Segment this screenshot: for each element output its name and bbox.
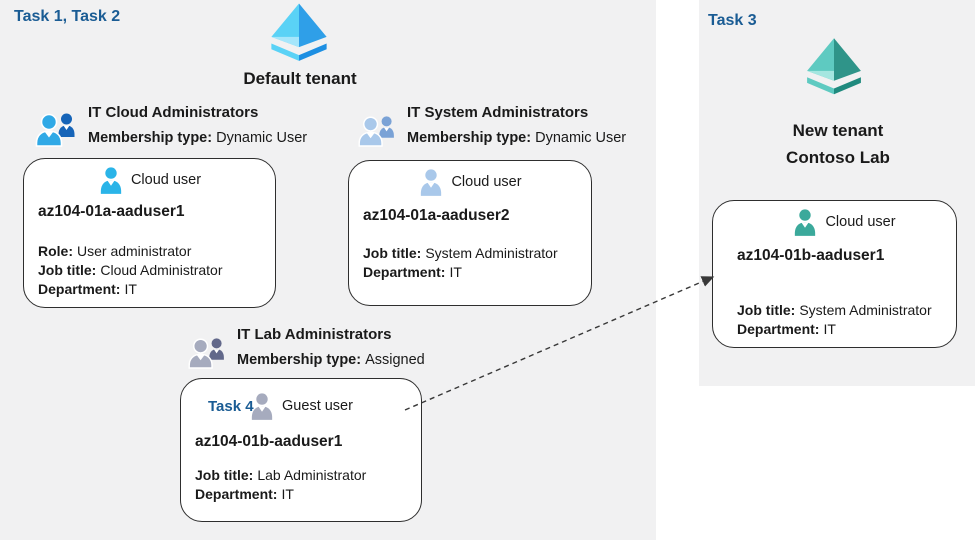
membership-type-value: Assigned [365,352,425,368]
membership-type-value: Dynamic User [216,130,308,146]
field-value: IT [281,486,294,502]
user-name: az104-01a-aaduser2 [363,207,510,224]
membership-type-label: Membership type: [237,352,362,368]
membership-type-label: Membership type: [407,130,532,146]
user-card-az104-01a-aaduser2: Cloud user az104-01a-aaduser2 Job title:… [348,160,592,306]
membership-type-value: Dynamic User [535,130,627,146]
field-label: Department: [737,321,820,337]
group-people-icon [35,113,75,147]
group-people-icon [188,338,224,369]
user-card-az104-01a-aaduser1: Cloud user az104-01a-aaduser1 Role:User … [23,158,276,308]
new-tenant-title-line1: New tenant [792,121,884,140]
card-header: Cloud user [737,207,951,237]
cloud-user-icon [421,169,442,196]
user-name: az104-01b-aaduser1 [195,433,343,450]
membership-type: Membership type:Assigned [237,351,425,370]
field-label: Job title: [737,302,796,318]
cloud-user-icon [795,209,816,236]
user-type-label: Guest user [282,398,353,414]
azure-ad-default-tenant-icon [271,3,327,61]
group-name: IT Lab Administrators [237,326,392,343]
user-field: Department:IT [38,280,261,299]
card-header: Cloud user [363,167,577,197]
user-name: az104-01a-aaduser1 [38,203,185,220]
field-label: Department: [38,281,121,297]
azure-ad-new-tenant-icon [807,38,861,95]
field-label: Department: [363,264,446,280]
membership-type: Membership type:Dynamic User [407,129,626,148]
user-field: Job title:System Administrator [363,244,577,263]
membership-type: Membership type:Dynamic User [88,129,307,148]
default-tenant-title: Default tenant [243,69,357,88]
field-value: Cloud Administrator [100,262,223,278]
field-label: Job title: [363,245,422,261]
user-type-label: Cloud user [451,174,522,190]
card-header: Cloud user [38,165,261,195]
field-value: IT [124,281,137,297]
field-label: Department: [195,486,278,502]
field-label: Role: [38,243,73,259]
user-card-new-tenant-az104-01b-aaduser1: Cloud user az104-01b-aaduser1 Job title:… [712,200,957,348]
task-4-label: Task 4 [208,398,254,415]
field-value: System Administrator [799,302,932,318]
group-name: IT Cloud Administrators [88,104,259,121]
field-value: IT [449,264,462,280]
task-1-2-label: Task 1, Task 2 [14,8,121,25]
field-value: IT [823,321,836,337]
user-field: Department:IT [363,263,577,282]
group-it-lab-administrators: IT Lab Administrators Membership type:As… [186,326,425,371]
user-type-label: Cloud user [825,214,896,230]
user-field: Job title:Lab Administrator [195,466,407,485]
user-name: az104-01b-aaduser1 [737,247,885,264]
user-field: Job title:System Administrator [737,301,951,320]
user-field: Department:IT [737,320,951,339]
group-people-icon [358,116,394,147]
group-name: IT System Administrators [407,104,589,121]
field-value: Lab Administrator [257,467,367,483]
cloud-user-icon [100,167,122,194]
task-3-label: Task 3 [708,12,757,29]
user-field: Department:IT [195,485,407,504]
field-label: Job title: [38,262,97,278]
group-it-cloud-administrators: IT Cloud Administrators Membership type:… [33,104,307,149]
field-value: System Administrator [425,245,558,261]
user-type-label: Cloud user [130,172,202,188]
group-it-system-administrators: IT System Administrators Membership type… [356,104,626,149]
guest-user-icon [251,393,273,420]
new-tenant-title-line2: Contoso Lab [786,148,890,167]
guest-user-card-az104-01b-aaduser1: Task 4 Guest user az104-01b-aaduser1 Job… [180,378,422,522]
membership-type-label: Membership type: [88,130,213,146]
field-label: Job title: [195,467,254,483]
field-value: User administrator [77,243,192,259]
user-field: Role:User administrator [38,242,261,261]
user-field: Job title:Cloud Administrator [38,261,261,280]
card-header: Task 4 Guest user [195,391,407,421]
